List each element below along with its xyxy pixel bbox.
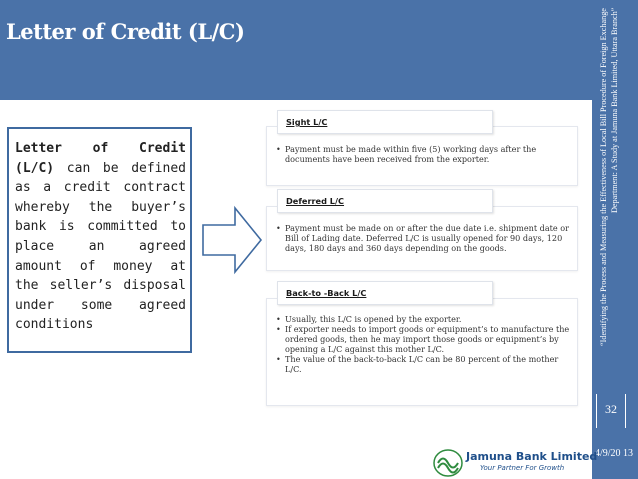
bank-logo: Jamuna Bank Limited Your Partner For Gro…	[430, 447, 597, 479]
definition-box: Letter of Credit (L/C) can be defined as…	[7, 127, 192, 353]
back-to-back-lc-bullet: The value of the back-to-back L/C can be…	[276, 354, 572, 374]
definition-term: Letter of Credit (L/C)	[15, 141, 186, 176]
bank-emblem-icon	[433, 449, 463, 477]
back-to-back-lc-bullet: If exporter needs to import goods or equ…	[276, 324, 572, 354]
back-to-back-lc-description: Usually, this L/C is opened by the expor…	[276, 314, 572, 374]
definition-body: can be defined as a credit contract wher…	[15, 160, 186, 333]
deferred-lc-label: Deferred L/C	[277, 189, 493, 213]
deferred-lc-description: Payment must be made on or after the due…	[276, 223, 572, 253]
sight-lc-label: Sight L/C	[277, 110, 493, 134]
slide-number-frame	[596, 394, 626, 428]
slide-date: 4/9/20 13	[594, 448, 634, 459]
back-to-back-lc-label: Back-to -Back L/C	[277, 281, 493, 305]
slide-number: 32	[605, 402, 617, 416]
definition-text: Letter of Credit (L/C) can be defined as…	[15, 139, 186, 335]
sight-lc-description: Payment must be made within five (5) wor…	[276, 144, 572, 164]
study-title-side-text: “Identifying the Process and Measuring t…	[599, 8, 619, 346]
deferred-lc-bullet: Payment must be made on or after the due…	[276, 223, 572, 253]
bank-name: Jamuna Bank Limited	[466, 450, 598, 463]
back-to-back-lc-bullet: Usually, this L/C is opened by the expor…	[276, 314, 572, 324]
right-arrow-icon	[202, 205, 263, 275]
bank-tagline: Your Partner For Growth	[480, 464, 565, 472]
slide-title: Letter of Credit (L/C)	[6, 19, 245, 44]
sight-lc-bullet: Payment must be made within five (5) wor…	[276, 144, 572, 164]
title-bar	[0, 0, 592, 100]
side-bar	[592, 0, 638, 479]
